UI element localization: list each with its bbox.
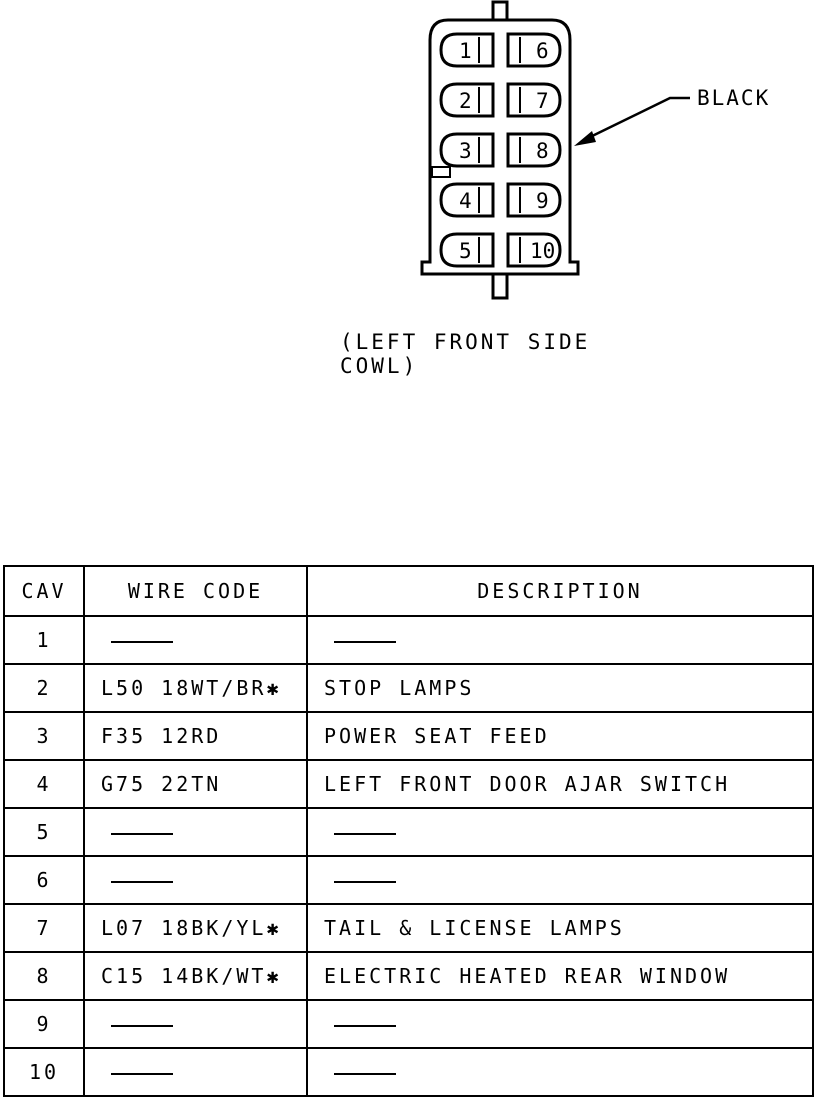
cell-description: LEFT FRONT DOOR AJAR SWITCH	[306, 759, 814, 809]
cavity-number-5: 5	[459, 239, 472, 263]
color-leader-arrowhead	[574, 131, 596, 146]
empty-dash	[111, 640, 173, 643]
empty-dash	[111, 1072, 173, 1075]
empty-dash	[334, 640, 396, 643]
cavity-number-4: 4	[459, 189, 472, 213]
cell-wire-code	[83, 855, 308, 905]
cavity-number-6: 6	[536, 39, 549, 63]
cavity-9	[506, 182, 562, 218]
cell-cav: 2	[3, 663, 85, 713]
cell-wire-code: L07 18BK/YL✱	[83, 903, 308, 953]
table-row: 5	[3, 807, 814, 857]
table-row: 10	[3, 1047, 814, 1097]
cell-cav: 1	[3, 615, 85, 665]
cell-description	[306, 615, 814, 665]
cell-description: POWER SEAT FEED	[306, 711, 814, 761]
cell-cav: 10	[3, 1047, 85, 1097]
header-wire-code: WIRE CODE	[83, 565, 308, 617]
cell-cav: 9	[3, 999, 85, 1049]
cell-cav: 6	[3, 855, 85, 905]
table-header-row: CAV WIRE CODE DESCRIPTION	[3, 565, 814, 617]
cell-wire-code	[83, 999, 308, 1049]
cavity-number-2: 2	[459, 89, 472, 113]
cavity-number-9: 9	[536, 189, 549, 213]
cell-wire-code: G75 22TN	[83, 759, 308, 809]
cell-cav: 4	[3, 759, 85, 809]
cell-wire-code: L50 18WT/BR✱	[83, 663, 308, 713]
cell-wire-code	[83, 807, 308, 857]
cavity-number-8: 8	[536, 139, 549, 163]
empty-dash	[111, 880, 173, 883]
cavity-number-1: 1	[459, 39, 472, 63]
empty-dash	[334, 832, 396, 835]
cell-description	[306, 1047, 814, 1097]
cell-wire-code: C15 14BK/WT✱	[83, 951, 308, 1001]
cell-description: STOP LAMPS	[306, 663, 814, 713]
empty-dash	[111, 1024, 173, 1027]
cavity-7	[506, 82, 562, 118]
header-description: DESCRIPTION	[306, 565, 814, 617]
cell-description	[306, 855, 814, 905]
cavity-number-3: 3	[459, 139, 472, 163]
cell-wire-code: F35 12RD	[83, 711, 308, 761]
empty-dash	[334, 1024, 396, 1027]
connector-color-label: BLACK	[697, 86, 770, 110]
cell-description	[306, 807, 814, 857]
cell-description: TAIL & LICENSE LAMPS	[306, 903, 814, 953]
cavity-6	[506, 32, 562, 68]
color-leader-line	[583, 96, 690, 142]
cell-cav: 8	[3, 951, 85, 1001]
cell-cav: 3	[3, 711, 85, 761]
cavity-8	[506, 132, 562, 168]
table-row: 9	[3, 999, 814, 1049]
cavity-number-10: 10	[530, 239, 555, 263]
table-row: 1	[3, 615, 814, 665]
connector-key-slot	[431, 166, 451, 178]
connector-location-caption: (LEFT FRONT SIDE COWL)	[340, 330, 591, 378]
header-cav: CAV	[3, 565, 85, 617]
cell-description	[306, 999, 814, 1049]
cavity-number-7: 7	[536, 89, 549, 113]
cell-cav: 5	[3, 807, 85, 857]
cell-cav: 7	[3, 903, 85, 953]
cell-description: ELECTRIC HEATED REAR WINDOW	[306, 951, 814, 1001]
cell-wire-code	[83, 1047, 308, 1097]
empty-dash	[111, 832, 173, 835]
connector-diagram: BLACK 1 2 3 4 5 6 7 8 9 10	[420, 0, 770, 300]
cell-wire-code	[83, 615, 308, 665]
table-row: 6	[3, 855, 814, 905]
empty-dash	[334, 1072, 396, 1075]
empty-dash	[334, 880, 396, 883]
